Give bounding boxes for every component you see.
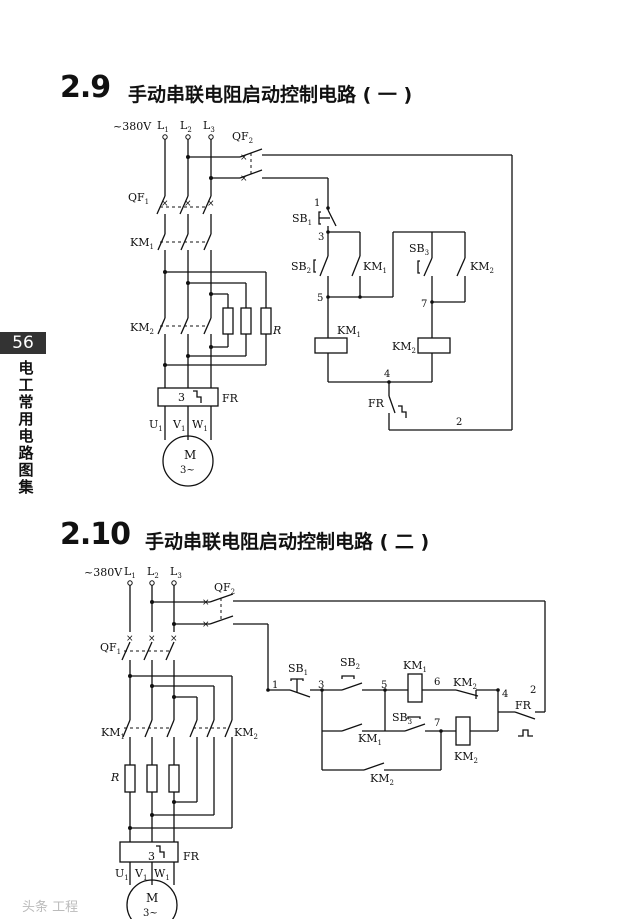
power-circuit-2: × × × × × <box>119 580 546 919</box>
label-km1-coil: KM1 <box>337 324 361 339</box>
label-w1-2: W1 <box>154 867 170 882</box>
label-km2-aux-2: KM2 <box>370 772 394 787</box>
svg-text:×: × <box>170 634 178 644</box>
svg-text:3: 3 <box>318 680 324 691</box>
svg-text:×: × <box>202 598 210 608</box>
label-r: R <box>272 324 281 337</box>
label-qf2: QF2 <box>232 130 253 145</box>
label-v1: V1 <box>172 418 185 433</box>
label-u1-2: U1 <box>115 867 129 882</box>
label-km1-main-2: KM1 <box>101 726 125 741</box>
power-circuit-1: × × × × × <box>156 134 513 487</box>
svg-text:×: × <box>240 153 248 163</box>
svg-text:2: 2 <box>530 685 536 696</box>
label-l2: L2 <box>180 119 192 134</box>
svg-text:7: 7 <box>421 299 427 310</box>
section-2-9-title: 手动串联电阻启动控制电路 ( 一 ) <box>128 84 413 106</box>
motor-m-2: M <box>146 891 158 905</box>
control-circuit-2: 1 SB1 3 SB2 5 KM1 6 KM2 4 FR 2 <box>266 656 546 787</box>
label-fr-contact-2: FR <box>515 699 532 712</box>
label-v1-2: V1 <box>134 867 147 882</box>
svg-text:×: × <box>148 634 156 644</box>
control-circuit-1: 1 SB1 3 SB2 KM1 5 SB3 KM2 7 <box>291 178 512 431</box>
label-u1: U1 <box>149 418 163 433</box>
svg-text:4: 4 <box>502 689 508 700</box>
svg-text:1: 1 <box>314 198 320 209</box>
svg-text:×: × <box>240 174 248 184</box>
label-fr: FR <box>222 392 239 405</box>
svg-text:3: 3 <box>318 232 324 243</box>
label-voltage-2: ~380V <box>84 566 123 579</box>
label-sb3-2: SB3 <box>392 711 412 726</box>
label-fr-3: 3 <box>178 391 185 404</box>
label-km1-coil-2: KM1 <box>403 659 427 674</box>
label-l3: L3 <box>203 119 215 134</box>
label-km2-main: KM2 <box>130 321 154 336</box>
label-w1: W1 <box>192 418 208 433</box>
label-sb3: SB3 <box>409 242 429 257</box>
label-qf1-2: QF1 <box>100 641 121 656</box>
label-qf2-2: QF2 <box>214 581 235 596</box>
label-km1-main: KM1 <box>130 236 154 251</box>
page-number-tab: 56 <box>0 332 46 354</box>
label-km2-coil-2: KM2 <box>454 750 478 765</box>
label-km1-aux: KM1 <box>363 260 387 275</box>
section-2-9-number: 2.9 <box>60 70 111 105</box>
label-r-2: R <box>110 771 119 784</box>
label-sb2: SB2 <box>291 260 311 275</box>
label-l1: L1 <box>157 119 169 134</box>
section-2-10-title: 手动串联电阻启动控制电路 ( 二 ) <box>145 531 430 553</box>
label-km2-coil: KM2 <box>392 340 416 355</box>
label-km2-aux: KM2 <box>470 260 494 275</box>
svg-text:×: × <box>207 199 215 209</box>
svg-text:2: 2 <box>456 417 462 428</box>
label-l1-2: L1 <box>124 565 136 580</box>
label-sb1: SB1 <box>292 212 312 227</box>
label-fr-contact: FR <box>368 397 385 410</box>
svg-text:6: 6 <box>434 677 440 688</box>
book-title-vertical: 电工常用电路图集 <box>18 359 34 496</box>
label-l3-2: L3 <box>170 565 182 580</box>
motor-3-2: 3~ <box>143 908 158 919</box>
label-fr-2: FR <box>183 850 200 863</box>
svg-text:1: 1 <box>272 680 278 691</box>
label-sb2-2: SB2 <box>340 656 360 671</box>
label-qf1: QF1 <box>128 191 149 206</box>
svg-text:5: 5 <box>317 293 323 304</box>
motor-3: 3~ <box>180 465 195 476</box>
label-l2-2: L2 <box>147 565 159 580</box>
svg-text:×: × <box>202 620 210 630</box>
section-2-10-number: 2.10 <box>60 517 131 552</box>
svg-text:×: × <box>126 634 134 644</box>
label-sb1-2: SB1 <box>288 662 308 677</box>
svg-text:×: × <box>161 199 169 209</box>
svg-text:7: 7 <box>434 718 440 729</box>
label-km2-nc-2: KM2 <box>453 676 477 691</box>
label-fr-3-2: 3 <box>148 850 155 863</box>
motor-m: M <box>184 448 196 462</box>
watermark: 头条 工程 <box>22 900 79 915</box>
svg-text:×: × <box>184 199 192 209</box>
svg-text:5: 5 <box>381 680 387 691</box>
label-voltage: ~380V <box>113 120 152 133</box>
label-km1-aux-2: KM1 <box>358 732 382 747</box>
svg-text:4: 4 <box>384 369 390 380</box>
label-km2-main-2: KM2 <box>234 726 258 741</box>
